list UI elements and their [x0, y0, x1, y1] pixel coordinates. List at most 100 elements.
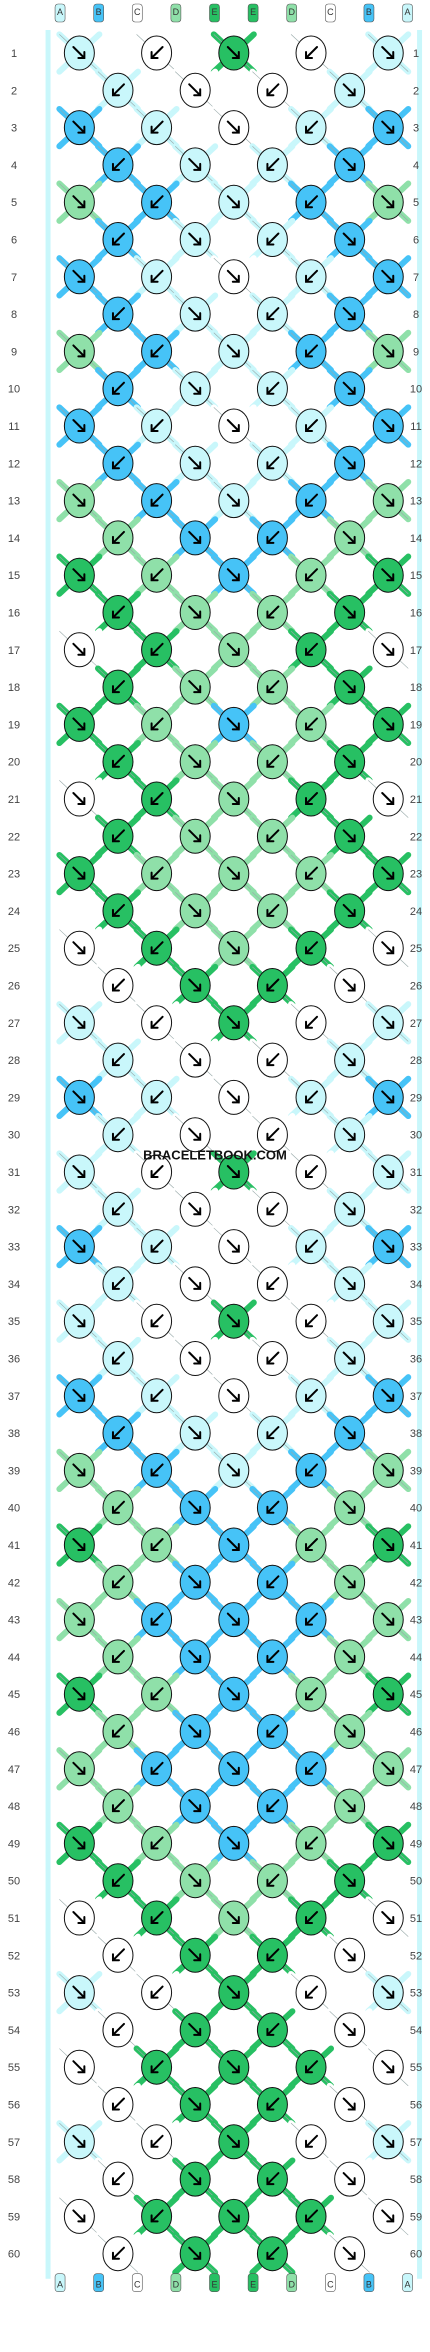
- row-number-left: 57: [8, 2137, 20, 2149]
- knot-arrow-icon: [342, 1276, 356, 1290]
- row-number-left: 37: [8, 1391, 20, 1403]
- knot-arrow-icon: [188, 605, 202, 619]
- knot-arrow-icon: [305, 792, 319, 805]
- row-number-left: 27: [8, 1018, 20, 1030]
- column-label-top: E: [250, 7, 256, 17]
- column-cap-bottom: [170, 2273, 182, 2292]
- knot-arrow-icon: [305, 344, 319, 358]
- column-label-bottom: A: [57, 2280, 63, 2290]
- knot-arrow-icon: [150, 195, 164, 209]
- row-number-left: 6: [11, 235, 17, 247]
- knot-arrow-icon: [111, 1053, 125, 1067]
- row-number-left: 45: [8, 1689, 20, 1701]
- row-number-right: 53: [410, 1988, 422, 2000]
- row-number-left: 4: [11, 160, 17, 172]
- knot-arrow-icon: [150, 642, 164, 656]
- row-number-right: 27: [410, 1018, 422, 1030]
- row-number-right: 20: [410, 757, 422, 769]
- knot-arrow-icon: [111, 1649, 125, 1663]
- knot-arrow-icon: [266, 605, 280, 619]
- column-label-top: C: [327, 7, 334, 17]
- row-number-right: 19: [410, 719, 422, 731]
- row-number-left: 15: [8, 570, 20, 582]
- column-cap-top: [286, 3, 298, 23]
- row-number-left: 39: [8, 1465, 20, 1477]
- knot-arrow-icon: [111, 1351, 125, 1365]
- knot-arrow-icon: [150, 269, 164, 283]
- row-number-right: 22: [410, 831, 422, 843]
- knot-arrow-icon: [226, 1538, 240, 1551]
- knot-arrow-icon: [342, 1948, 356, 1962]
- knot-arrow-icon: [305, 1911, 319, 1924]
- row-number-right: 31: [410, 1167, 422, 1179]
- knot-arrow-icon: [72, 2060, 86, 2074]
- knot-arrow-icon: [381, 1538, 395, 1551]
- row-number-left: 7: [11, 272, 17, 284]
- row-number-right: 50: [410, 1876, 422, 1888]
- knot-arrow-icon: [266, 157, 280, 171]
- knot-arrow-icon: [111, 307, 125, 321]
- row-number-right: 45: [410, 1689, 422, 1701]
- row-number-left: 3: [11, 123, 17, 135]
- knot-arrow-icon: [150, 2134, 164, 2148]
- knot-arrow-icon: [226, 1761, 240, 1775]
- knot-arrow-icon: [111, 978, 125, 992]
- knot-arrow-icon: [150, 1314, 164, 1328]
- column-label-top: D: [173, 7, 180, 17]
- column-label-bottom: B: [96, 2280, 102, 2290]
- row-number-right: 46: [410, 1727, 422, 1739]
- column-cap-top: [325, 3, 336, 23]
- knot-arrow-icon: [342, 1724, 356, 1738]
- row-number-left: 17: [8, 645, 20, 657]
- knot-arrow-icon: [150, 1015, 164, 1029]
- row-number-right: 10: [410, 384, 422, 396]
- knot-arrow-icon: [266, 456, 280, 470]
- knot-arrow-icon: [342, 605, 356, 619]
- knot-arrow-icon: [226, 1314, 240, 1328]
- knot-arrow-icon: [266, 1351, 280, 1365]
- column-cap-bottom: [402, 2273, 413, 2292]
- row-number-right: 56: [410, 2100, 422, 2112]
- knot-arrow-icon: [226, 941, 240, 955]
- row-number-right: 33: [410, 1242, 422, 1254]
- knot-arrow-icon: [266, 1799, 280, 1813]
- knot-arrow-icon: [188, 1649, 202, 1663]
- knot-arrow-icon: [226, 1911, 240, 1924]
- row-number-left: 11: [8, 421, 19, 433]
- column-cap-bottom: [54, 2273, 66, 2292]
- column-cap-bottom: [131, 2273, 143, 2292]
- knot-arrow-icon: [342, 1053, 356, 1067]
- row-number-left: 30: [8, 1130, 20, 1142]
- knot-arrow-icon: [72, 419, 86, 432]
- row-number-left: 2: [11, 85, 17, 97]
- knot-arrow-icon: [150, 1165, 164, 1178]
- row-number-left: 20: [8, 757, 20, 769]
- knot-arrow-icon: [111, 903, 125, 917]
- knot-arrow-icon: [111, 680, 125, 694]
- knot-arrow-icon: [72, 493, 86, 507]
- knot-arrow-icon: [381, 120, 395, 134]
- row-number-right: 21: [410, 794, 422, 806]
- knot-arrow-icon: [342, 157, 356, 171]
- knot-arrow-icon: [266, 1053, 280, 1067]
- column-cap-bottom: [247, 2273, 259, 2292]
- knot-arrow-icon: [305, 1239, 319, 1253]
- knot-arrow-icon: [381, 2134, 395, 2148]
- knot-arrow-icon: [305, 866, 319, 880]
- row-number-left: 35: [8, 1316, 20, 1328]
- column-cap-bottom: [93, 2273, 104, 2292]
- knot-arrow-icon: [111, 829, 125, 843]
- column-cap-bottom: [209, 2273, 220, 2292]
- knot-arrow-icon: [150, 1911, 164, 1924]
- row-number-left: 19: [8, 719, 20, 731]
- knot-arrow-icon: [72, 642, 86, 656]
- column-cap-top: [209, 3, 220, 23]
- knot-arrow-icon: [381, 344, 395, 358]
- knot-arrow-icon: [226, 1836, 240, 1850]
- knot-arrow-icon: [72, 1687, 86, 1701]
- knot-arrow-icon: [305, 493, 319, 507]
- knot-arrow-icon: [266, 829, 280, 843]
- knot-arrow-icon: [150, 792, 164, 805]
- column-label-top: A: [405, 7, 411, 17]
- knot-arrow-icon: [266, 232, 280, 246]
